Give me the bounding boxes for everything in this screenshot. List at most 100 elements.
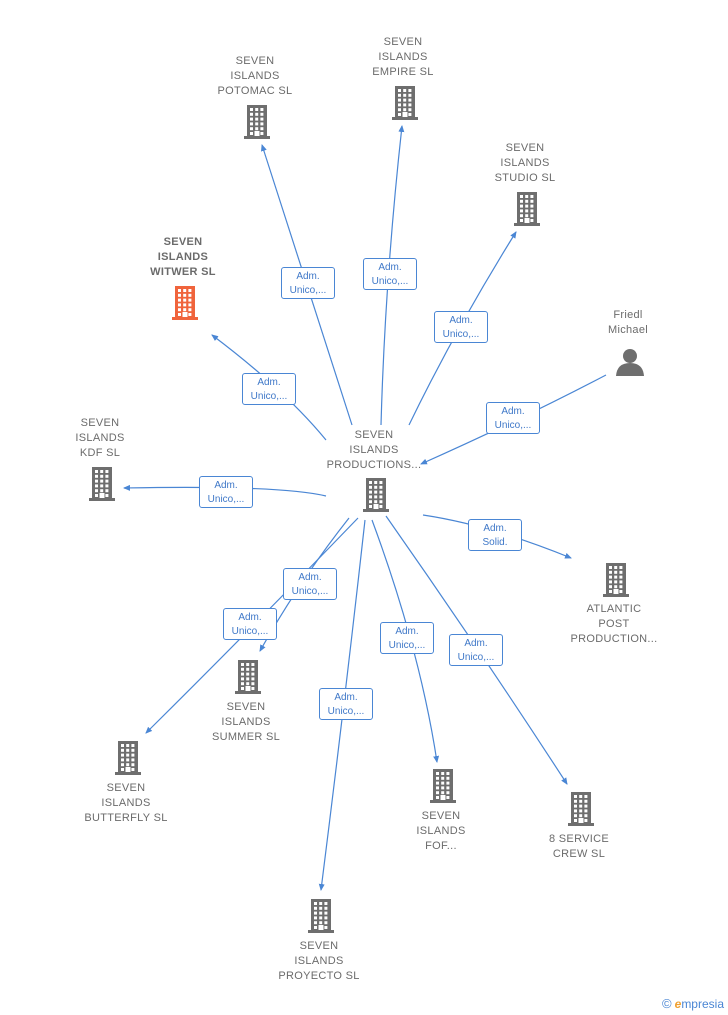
node-label-line: FOF...	[425, 840, 457, 852]
node-label-line: Michael	[607, 324, 648, 336]
node-label-service[interactable]: 8 SERVICE CREW SL	[504, 832, 654, 862]
node-label-studio[interactable]: SEVEN ISLANDS STUDIO SL	[450, 141, 600, 186]
edge-label-line: Unico,...	[207, 494, 245, 505]
edge-label-line: Adm.	[395, 626, 419, 637]
node-label-line: SUMMER SL	[211, 731, 281, 743]
edge-label-line: Unico,...	[291, 586, 329, 597]
node-label-line: KDF SL	[79, 447, 121, 459]
node-label-witwer[interactable]: SEVEN ISLANDS WITWER SL	[108, 235, 258, 280]
node-label-line: PRODUCTION...	[570, 633, 658, 645]
edge-label-line: Adm.	[296, 271, 320, 282]
edge-label-friedl[interactable]: Adm. Unico,...	[486, 402, 540, 434]
empresia-brand[interactable]: ©empresia	[662, 996, 724, 1011]
building-icon[interactable]	[514, 192, 540, 226]
building-icon[interactable]	[115, 741, 141, 775]
empresia-logo-letter: e	[674, 997, 682, 1011]
copyright-icon: ©	[662, 996, 672, 1011]
edge-label-line: Adm.	[449, 315, 473, 326]
node-label-line: SEVEN	[235, 55, 275, 67]
node-label-line: ISLANDS	[378, 51, 428, 63]
node-label-line: WITWER SL	[150, 266, 216, 278]
building-icon[interactable]	[244, 105, 270, 139]
node-label-line: SEVEN	[163, 236, 203, 248]
node-label-summer[interactable]: SEVEN ISLANDS SUMMER SL	[171, 700, 321, 745]
building-icon[interactable]	[568, 792, 594, 826]
node-label-potomac[interactable]: SEVEN ISLANDS POTOMAC SL	[180, 54, 330, 99]
building-icon[interactable]	[308, 899, 334, 933]
edge-label-line: Unico,...	[371, 276, 409, 287]
building-icon[interactable]	[235, 660, 261, 694]
edge-label-line: Unico,...	[289, 285, 327, 296]
edge-label-line: Unico,...	[327, 706, 365, 717]
node-label-line: ATLANTIC	[586, 603, 642, 615]
edge-label-line: Unico,...	[442, 329, 480, 340]
building-icon[interactable]	[89, 467, 115, 501]
edge-label-summer[interactable]: Adm. Unico,...	[283, 568, 337, 600]
brand-name: mpresia	[681, 997, 724, 1011]
node-label-line: ISLANDS	[349, 444, 399, 456]
edge-label-butterfly[interactable]: Adm. Unico,...	[223, 608, 277, 640]
edge-label-empire[interactable]: Adm. Unico,...	[363, 258, 417, 290]
edge-label-service[interactable]: Adm.Unico,...	[449, 634, 503, 666]
building-icon[interactable]	[603, 563, 629, 597]
node-label-line: ISLANDS	[500, 157, 550, 169]
node-label-line: CREW SL	[552, 848, 606, 860]
edge-label-line: Adm.	[238, 612, 262, 623]
edge-label-line: Unico,...	[250, 391, 288, 402]
edge-label-line: Adm.	[501, 406, 525, 417]
node-label-line: PRODUCTIONS...	[326, 459, 422, 471]
node-label-atlantic[interactable]: ATLANTIC POST PRODUCTION...	[539, 602, 689, 647]
node-label-fof[interactable]: SEVEN ISLANDS FOF...	[366, 809, 516, 854]
person-icon[interactable]	[616, 349, 644, 376]
building-icon[interactable]	[363, 478, 389, 512]
building-icon[interactable]	[430, 769, 456, 803]
edge-label-line: Unico,...	[231, 626, 269, 637]
node-label-line: ISLANDS	[416, 825, 466, 837]
edge-label-line: Unico,...	[388, 640, 426, 651]
edge-label-atlantic[interactable]: Adm.Solid.	[468, 519, 522, 551]
edge-label-line: Unico,...	[494, 420, 532, 431]
node-label-line: POTOMAC SL	[217, 85, 293, 97]
edge-label-line: Unico,...	[457, 652, 495, 663]
node-label-line: BUTTERFLY SL	[84, 812, 168, 824]
node-label-line: SEVEN	[106, 782, 146, 794]
node-label-kdf[interactable]: SEVEN ISLANDS KDF SL	[25, 416, 175, 461]
edge-label-studio[interactable]: Adm. Unico,...	[434, 311, 488, 343]
edge-label-kdf[interactable]: Adm. Unico,...	[199, 476, 253, 508]
edge-label-line: Adm.	[298, 572, 322, 583]
edge-label-line: Adm.	[378, 262, 402, 273]
node-label-line: SEVEN	[354, 429, 394, 441]
edge-label-line: Adm.	[483, 523, 507, 534]
edge-label-potomac[interactable]: Adm. Unico,...	[281, 267, 335, 299]
node-label-line: Friedl	[613, 309, 643, 321]
node-label-line: ISLANDS	[75, 432, 125, 444]
node-label-line: ISLANDS	[157, 251, 209, 263]
edge-line-potomac	[260, 144, 353, 426]
node-label-line: ISLANDS	[294, 955, 344, 967]
node-label-line: EMPIRE SL	[372, 66, 434, 78]
node-label-line: STUDIO SL	[494, 172, 556, 184]
node-label-line: SEVEN	[421, 810, 461, 822]
node-label-line: 8 SERVICE	[549, 833, 609, 845]
node-label-line: SEVEN	[80, 417, 120, 429]
node-label-line: ISLANDS	[221, 716, 271, 728]
node-label-line: SEVEN	[226, 701, 266, 713]
building-icon[interactable]	[392, 86, 418, 120]
node-label-line: ISLANDS	[230, 70, 280, 82]
building-icon[interactable]	[172, 286, 198, 320]
edge-label-line: Adm.	[257, 377, 281, 388]
node-label-center[interactable]: SEVEN ISLANDS PRODUCTIONS...	[299, 428, 449, 473]
node-label-line: SEVEN	[299, 940, 339, 952]
edge-label-fof[interactable]: Adm. Unico,...	[380, 622, 434, 654]
edge-label-witwer[interactable]: Adm. Unico,...	[242, 373, 296, 405]
edge-label-line: Adm.	[334, 692, 358, 703]
edge-label-proyecto[interactable]: Adm. Unico,...	[319, 688, 373, 720]
edge-label-line: Adm.	[214, 480, 238, 491]
node-label-line: SEVEN	[505, 142, 545, 154]
node-label-line: POST	[598, 618, 630, 630]
